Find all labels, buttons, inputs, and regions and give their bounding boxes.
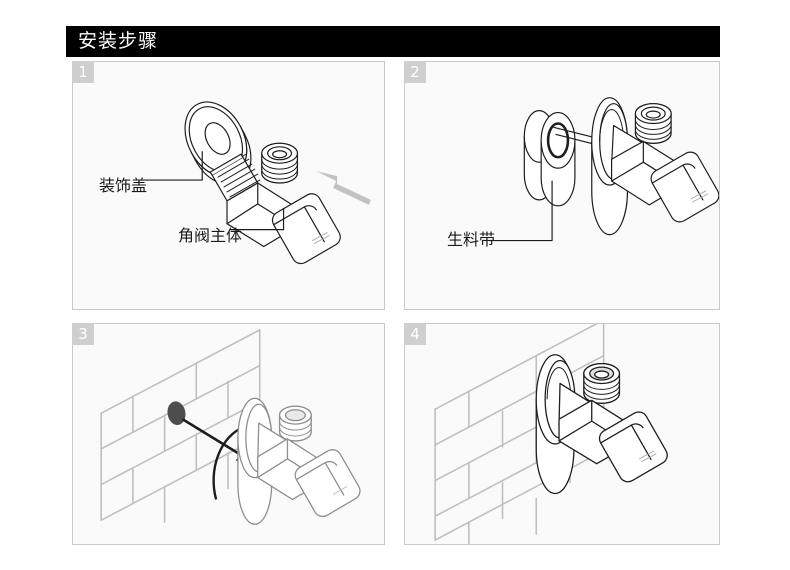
decorative-cover-icon: [184, 101, 252, 186]
page-title: 安装步骤: [78, 30, 159, 52]
ptfe-tape-roll-icon: [523, 110, 576, 207]
brick-wall-icon: [434, 324, 605, 544]
brick-wall-icon: [100, 329, 261, 523]
step-2-illustration: [488, 97, 719, 242]
page-header-bar: 安装步骤: [66, 26, 720, 57]
label-thread-seal-tape: 生料带: [447, 230, 496, 249]
assembly-arrow-icon: [316, 171, 371, 205]
angle-valve-body-icon: [611, 103, 719, 223]
step-number-badge-1: 1: [72, 61, 94, 83]
step-3-illustration: [100, 329, 361, 525]
wall-hole-icon: [167, 401, 186, 426]
label-valve-body: 角阀主体: [178, 226, 243, 245]
step-panel-2: 2: [404, 61, 720, 310]
step-1-illustration: [138, 101, 371, 265]
angle-valve-body-icon: [237, 397, 361, 525]
leader-lines: [488, 180, 553, 242]
step-4-illustration: [434, 324, 668, 544]
label-decorative-cover: 装饰盖: [99, 176, 148, 195]
angle-valve-body-icon: [535, 354, 668, 495]
angle-valve-body-icon: [209, 142, 341, 265]
step-number-badge-3: 3: [72, 323, 94, 345]
leader-lines: [138, 151, 285, 231]
step-panel-1: 1: [72, 61, 385, 310]
step-panel-4: 4: [404, 323, 720, 545]
step-panel-3: 3: [72, 323, 385, 545]
step-number-badge-2: 2: [404, 61, 426, 83]
step-number-badge-4: 4: [404, 323, 426, 345]
